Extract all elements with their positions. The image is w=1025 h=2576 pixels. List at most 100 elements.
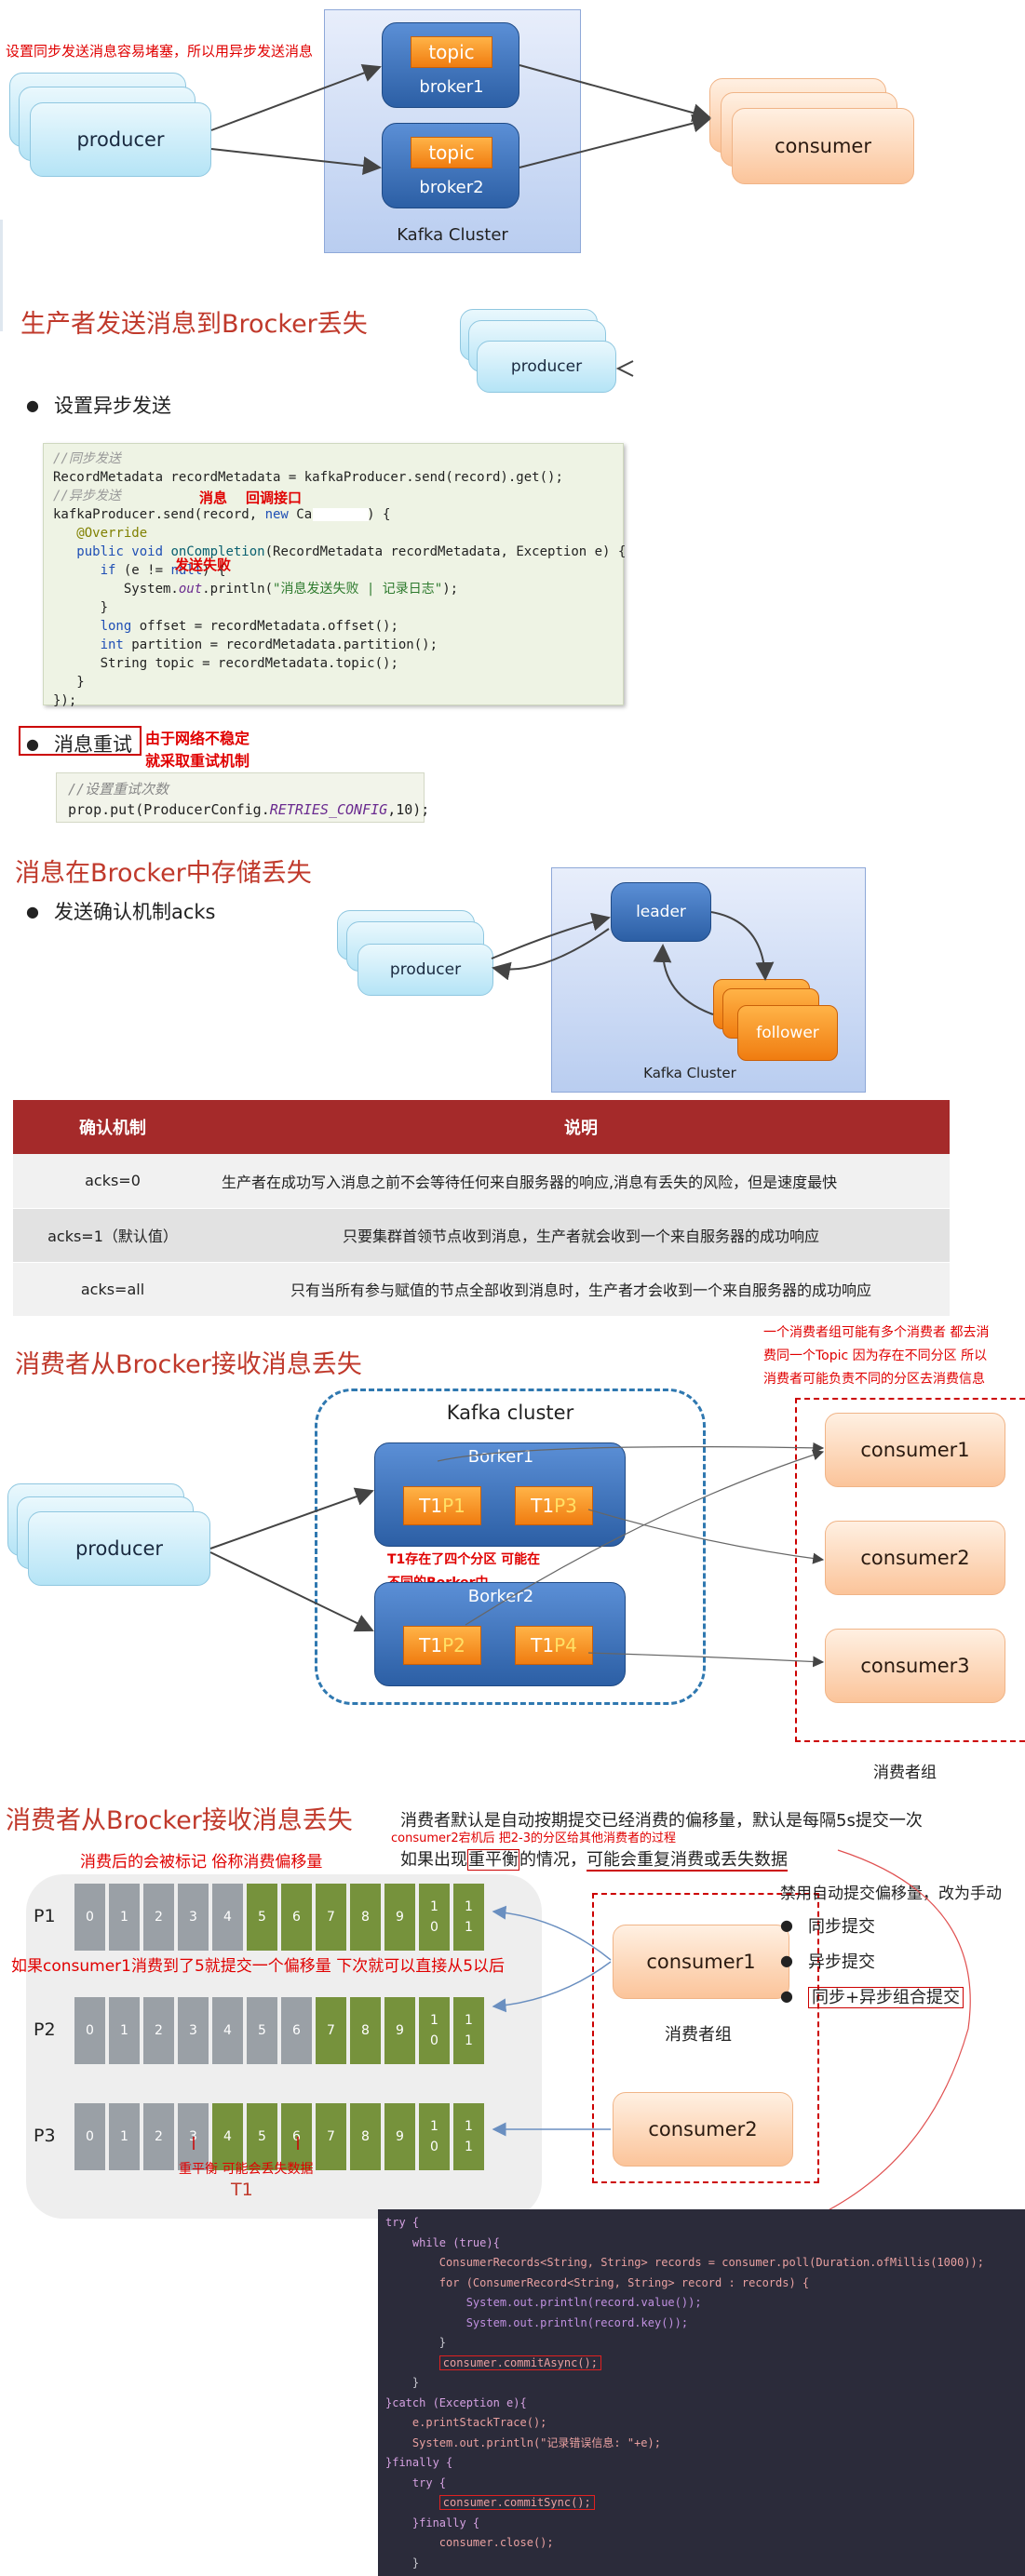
retry-label-box: 消息重试 [19,726,142,756]
consumer2-box-5: consumer2 [613,2092,793,2167]
offset-cell: 9 [384,2103,415,2170]
consumer-group-label-5: 消费者组 [665,2025,732,2045]
broker1-box: topic broker1 [382,22,519,108]
offset-cell: 2 [143,1997,174,2064]
broker2-label: broker2 [419,178,484,197]
acks-col-desc: 说明 [212,1100,950,1154]
acks-desc: 生产者在成功写入消息之前不会等待任何来自服务器的响应,消息有丢失的风险，但是速度… [212,1154,950,1209]
offset-cell: 1 0 [419,2103,450,2170]
section-3-arrows [491,911,775,1015]
offset-cell: 1 [109,1997,140,2064]
consumer-group-dashed-5 [592,1893,819,2183]
sync-block-note: 设置同步发送消息容易堵塞，所以用异步发送消息 [6,43,314,60]
offset-cell: 4 [212,1884,243,1951]
offset-cell: 1 1 [453,1884,484,1951]
offset-cell: 0 [74,1997,105,2064]
offset-cell: 6 [281,2103,312,2170]
section-3-title: 消息在Brocker中存储丢失 [15,859,312,888]
auto-commit-desc: 消费者默认是自动按期提交已经消费的偏移量，默认是每隔5s提交一次 [400,1811,923,1831]
section-1-arrows [210,63,711,175]
borker2-label: Borker2 [467,1587,534,1606]
offset-cell: 5 [247,1997,277,2064]
bullet-acks: 发送确认机制acks [26,897,216,925]
retry-label: 消息重试 [26,730,132,758]
offset-cell: 9 [384,1884,415,1951]
cluster4-label: Kafka cluster [446,1402,574,1424]
t1-label: T1 [231,2180,253,2200]
offset-cell: 1 0 [419,1884,450,1951]
offset-cell: 0 [74,1884,105,1951]
ann-message: 消息 [199,490,228,506]
table-row: acks=0 生产者在成功写入消息之前不会等待任何来自服务器的响应,消息有丢失的… [13,1154,950,1209]
kafka-cluster-dashed [315,1389,706,1705]
ann-send-fail: 发送失败 [175,557,232,573]
consumer-group-label: 消费者组 [873,1764,937,1782]
offset-cell: 5 [247,1884,277,1951]
acks-cell: acks=1（默认值） [13,1208,212,1263]
left-rule [0,220,3,331]
section-5-title: 消费者从Brocker接收消息丢失 [6,1806,353,1835]
offset-cell: 7 [316,1884,346,1951]
offset-cell: 1 0 [419,1997,450,2064]
partition-p1: T1 P1 [403,1486,481,1525]
bullet-combined-commit: 同步+异步组合提交 [780,1984,964,2008]
offset-cell: 5 [247,2103,277,2170]
cluster-label: Kafka Cluster [397,225,508,245]
bullet-sync-commit: 同步提交 [780,1913,875,1938]
offset-cell: 2 [143,2103,174,2170]
offset-cell: 7 [316,2103,346,2170]
consumer1-box: consumer1 [825,1413,1005,1487]
borker1-box: Borker1 T1 P1 T1 P3 [374,1442,626,1547]
offset-cell: 1 [109,1884,140,1951]
producer-small-box: producer [477,341,616,393]
offset-cell: 7 [316,1997,346,2064]
partition-p4: T1 P4 [515,1626,593,1665]
offset-mark-note: 消费后的会被标记 俗称消费偏移量 [80,1853,323,1872]
consumer-code-panel: try { while (true){ ConsumerRecords<Stri… [378,2209,1025,2576]
offset-cell: 8 [350,2103,381,2170]
offset-cell: 8 [350,1884,381,1951]
section-2-title: 生产者发送消息到Brocker丢失 [20,310,368,339]
acks-table-header: 确认机制 说明 [13,1100,950,1154]
leader-box: leader [611,882,711,942]
consumer-code: try { while (true){ ConsumerRecords<Stri… [385,2216,984,2569]
producer4-box: producer [28,1511,210,1586]
borker2-box: Borker2 T1 P2 T1 P4 [374,1582,626,1686]
producer3-box: producer [357,944,493,996]
offset-cell: 6 [281,1997,312,2064]
offset-cell: 4 [212,1997,243,2064]
bullet-async-commit: 异步提交 [780,1949,875,1973]
rebalance-loss-note: 重平衡 可能会丢失数据 [179,2162,314,2177]
offset-cell: 9 [384,1997,415,2064]
rebalance-small-note: consumer2宕机后 把2-3的分区给其他消费者的过程 [391,1831,676,1845]
retry-note-1: 由于网络不稳定 [145,730,250,747]
consumer1-box-5: consumer1 [613,1925,789,1999]
callback-code: //同步发送 RecordMetadata recordMetadata = k… [53,451,627,708]
borker1-label: Borker1 [467,1447,534,1467]
offset-cell: 4 [212,2103,243,2170]
follower-box: follower [737,1005,838,1061]
retry-code: //设置重试次数 prop.put(ProducerConfig.RETRIES… [68,781,430,818]
acks-cell: acks=0 [13,1154,212,1209]
broker2-box: topic broker2 [382,123,519,208]
acks-desc: 只要集群首领节点收到消息，生产者就会收到一个来自服务器的成功响应 [212,1208,950,1263]
offset-cell: 8 [350,1997,381,2064]
producer-box: producer [30,102,211,177]
section-4-title: 消费者从Brocker接收消息丢失 [15,1350,362,1379]
p2-label: P2 [34,2019,56,2040]
cluster3-label: Kafka Cluster [643,1065,736,1081]
consumer3-box: consumer3 [825,1629,1005,1703]
offset-cell: 1 1 [453,2103,484,2170]
code-patch [313,508,369,521]
retry-note-2: 就采取重试机制 [145,752,250,770]
offset-cell: 3 [178,1997,209,2064]
acks-table: 确认机制 说明 acks=0 生产者在成功写入消息之前不会等待任何来自服务器的响… [13,1100,950,1317]
acks-col-mechanism: 确认机制 [13,1100,212,1154]
offset-cell: 1 [109,2103,140,2170]
producer-small-arrow [615,360,634,377]
p1-label: P1 [34,1906,56,1926]
topic2-label: topic [411,137,492,168]
offset-cell: 2 [143,1884,174,1951]
offset-cell: 0 [74,2103,105,2170]
consumer-group-dashed [795,1398,1025,1742]
